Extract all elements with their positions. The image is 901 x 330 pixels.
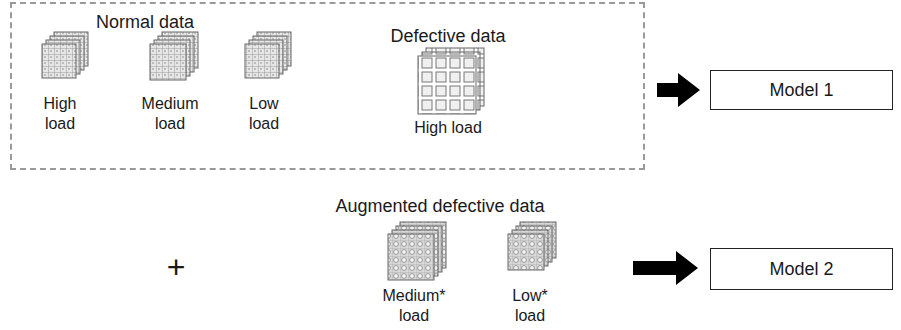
data-cube <box>42 32 88 78</box>
model-label: Model 2 <box>769 259 833 280</box>
load-label: High load <box>33 94 87 134</box>
model-label: Model 1 <box>769 80 833 101</box>
group-heading: Normal data <box>45 12 245 34</box>
load-label: High load <box>393 118 503 138</box>
load-label: Low load <box>237 94 291 134</box>
data-group: Normal dataDefective data <box>10 2 645 170</box>
data-cube <box>245 32 291 78</box>
model-box: Model 2 <box>710 248 893 290</box>
group-heading: Augmented defective data <box>310 196 570 218</box>
block-arrow <box>633 251 698 285</box>
data-cube <box>150 32 198 80</box>
group-heading: Defective data <box>358 26 538 48</box>
plus-sign: + <box>156 248 196 286</box>
load-label: Medium* load <box>377 286 451 326</box>
model-box: Model 1 <box>710 70 893 110</box>
data-cube <box>508 222 556 270</box>
block-arrow <box>657 73 700 107</box>
load-label: Low* load <box>503 286 557 326</box>
load-label: Medium load <box>135 94 205 134</box>
data-cube <box>388 222 446 280</box>
data-cube <box>418 48 484 114</box>
